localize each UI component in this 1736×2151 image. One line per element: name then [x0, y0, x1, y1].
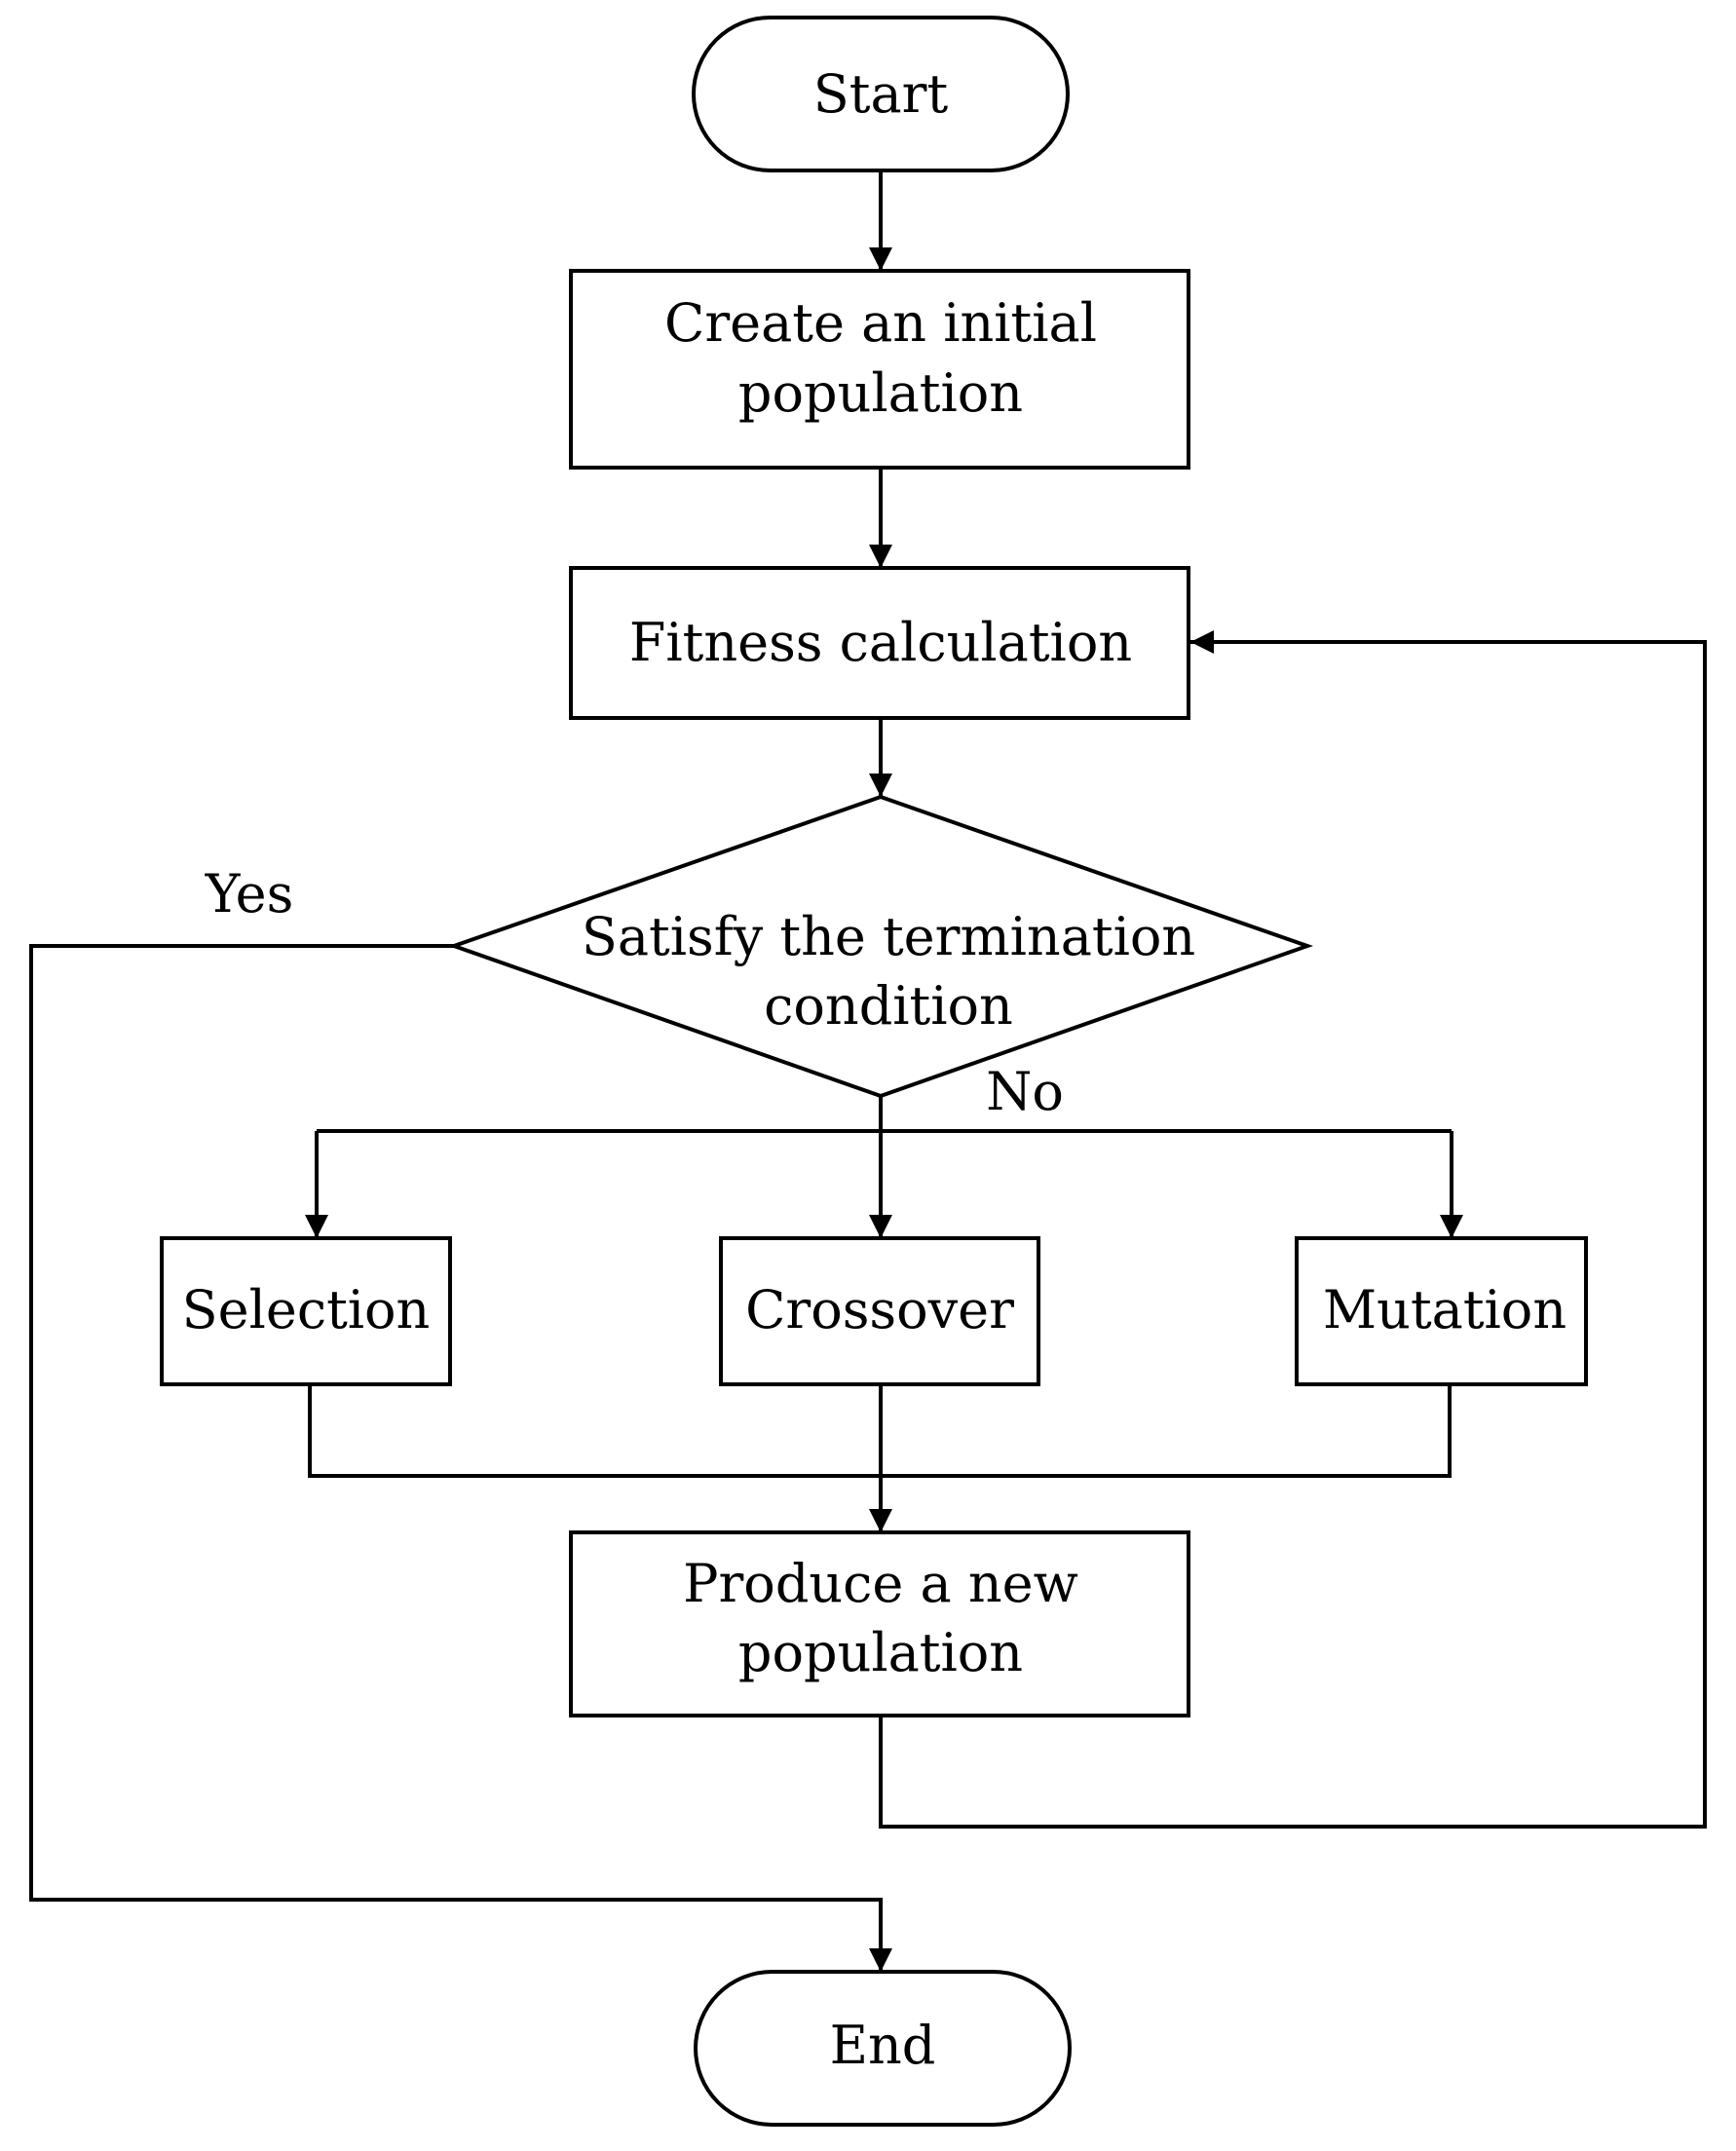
termination-decision-line2: condition: [764, 975, 1013, 1037]
selection-label: Selection: [182, 1279, 431, 1340]
produce-population-line2: population: [738, 1622, 1023, 1683]
mutation-box: [1295, 1236, 1588, 1386]
fitness-calculation-box: [569, 566, 1190, 720]
no-edge-label: No: [986, 1061, 1064, 1122]
end-label: End: [830, 2015, 936, 2076]
edge-produce-loop-back: [879, 630, 1707, 1829]
init-population-line1: Create an initial: [664, 292, 1097, 354]
selection-box: [160, 1236, 452, 1386]
produce-population-line1: Produce a new: [683, 1553, 1078, 1614]
termination-decision-diamond: [447, 794, 1314, 1099]
termination-decision-line1: Satisfy the termination: [582, 906, 1195, 967]
crossover-label: Crossover: [745, 1279, 1014, 1340]
start-terminal: [692, 16, 1070, 172]
end-terminal: [694, 1970, 1072, 2127]
start-label: Start: [813, 63, 949, 125]
produce-population-box: [569, 1530, 1190, 1717]
fitness-calculation-label: Fitness calculation: [629, 612, 1132, 673]
mutation-label: Mutation: [1323, 1279, 1566, 1340]
crossover-box: [719, 1236, 1040, 1386]
edge-decision-yes-to-end: [29, 944, 892, 1972]
init-population-line2: population: [738, 362, 1023, 424]
yes-edge-label: Yes: [205, 863, 294, 925]
init-population-box: [569, 269, 1190, 470]
